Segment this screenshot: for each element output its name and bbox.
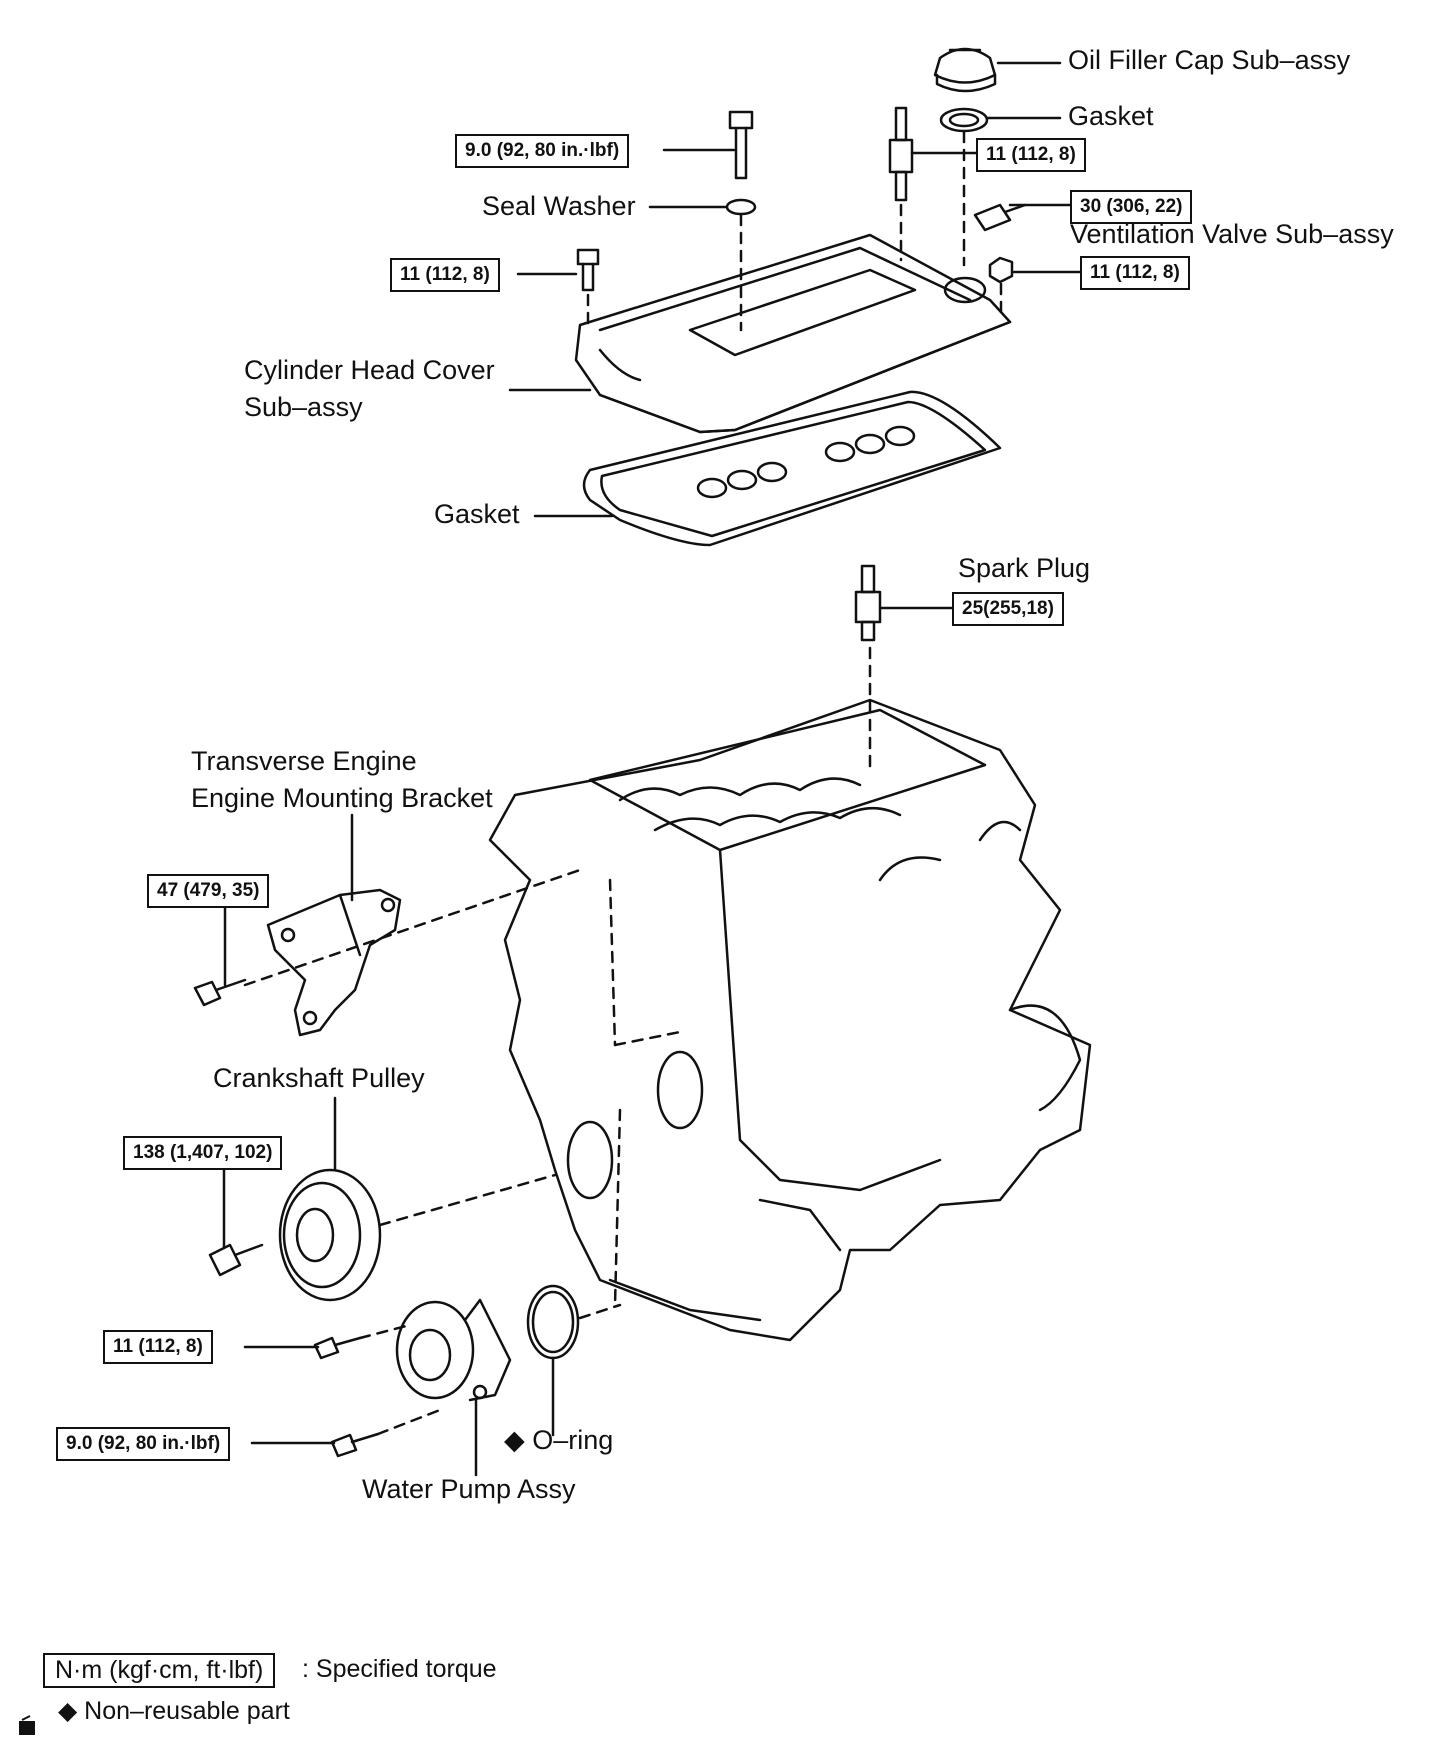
water-pump-part [395,1298,512,1402]
spark-plug-part [854,564,882,642]
stud-part [888,106,914,202]
seal-washer-part [725,198,757,216]
cover-bolt-top-part [728,110,754,180]
label-ventilation-valve: Ventilation Valve Sub–assy [1070,219,1394,249]
crankshaft-pulley-bolt-part [208,1243,264,1277]
torque-mount-bracket: 47 (479, 35) [147,874,270,908]
cover-nut-right-part [988,256,1014,284]
engine-block-part [488,698,1092,1342]
dash-block-upper [613,1030,682,1047]
oil-filler-cap-part [933,47,997,93]
dash-block-lower [613,1108,622,1307]
dash-mount-bracket [243,868,582,987]
torque-cover-bolt-left: 11 (112, 8) [390,258,500,292]
torque-water-pump-lower: 9.0 (92, 80 in.·lbf) [56,1427,231,1461]
label-mount-bracket-line1: Transverse Engine [191,746,417,776]
label-oil-filler-cap: Oil Filler Cap Sub–assy [1068,45,1351,75]
torque-crankshaft-pulley: 138 (1,407, 102) [123,1136,283,1170]
ventilation-valve-part [973,203,1027,232]
dash-crankshaft-pulley [378,1173,557,1227]
water-pump-bolt-lower-part [330,1432,380,1458]
mount-bracket-bolt-part [193,978,247,1007]
cylinder-head-cover-part [574,233,1012,434]
dash-water-pump-lower [376,1408,442,1436]
dash-o-ring [578,1303,622,1320]
torque-water-pump-upper: 11 (112, 8) [103,1330,213,1364]
water-pump-bolt-upper-part [313,1336,362,1360]
cover-gasket-part [582,390,1002,547]
torque-spark-plug: 25(255,18) [952,592,1064,626]
dash-water-pump-upper [358,1323,412,1340]
legend-torque-description: : Specified torque [302,1655,497,1683]
torque-cover-nut-right: 11 (112, 8) [1080,256,1190,290]
label-crankshaft-pulley: Crankshaft Pulley [213,1063,425,1093]
label-water-pump: Water Pump Assy [362,1474,576,1504]
cover-bolt-left-part [576,248,600,292]
label-gasket-cover: Gasket [434,499,520,529]
torque-ventilation-valve: 30 (306, 22) [1070,190,1193,224]
torque-cover-bolt-top: 9.0 (92, 80 in.·lbf) [455,134,630,168]
dash-block-vertical [608,878,617,1047]
label-mount-bracket-line2: Engine Mounting Bracket [191,783,493,813]
label-cylinder-head-cover-line1: Cylinder Head Cover [244,355,495,385]
label-gasket-cap: Gasket [1068,101,1154,131]
corner-stamp-icon [19,1715,35,1735]
legend-torque-unit-box: N·m (kgf·cm, ft·lbf) [43,1653,276,1688]
crankshaft-pulley-part [278,1168,382,1302]
cap-gasket-part [939,107,989,133]
label-seal-washer: Seal Washer [482,191,636,221]
label-o-ring: ◆ O–ring [504,1425,614,1455]
label-cylinder-head-cover-line2: Sub–assy [244,392,363,422]
mounting-bracket-part [266,888,402,1037]
label-spark-plug: Spark Plug [958,553,1091,583]
torque-stud: 11 (112, 8) [976,138,1086,172]
o-ring-part [526,1284,580,1360]
legend-non-reusable: ◆ Non–reusable part [58,1697,290,1725]
